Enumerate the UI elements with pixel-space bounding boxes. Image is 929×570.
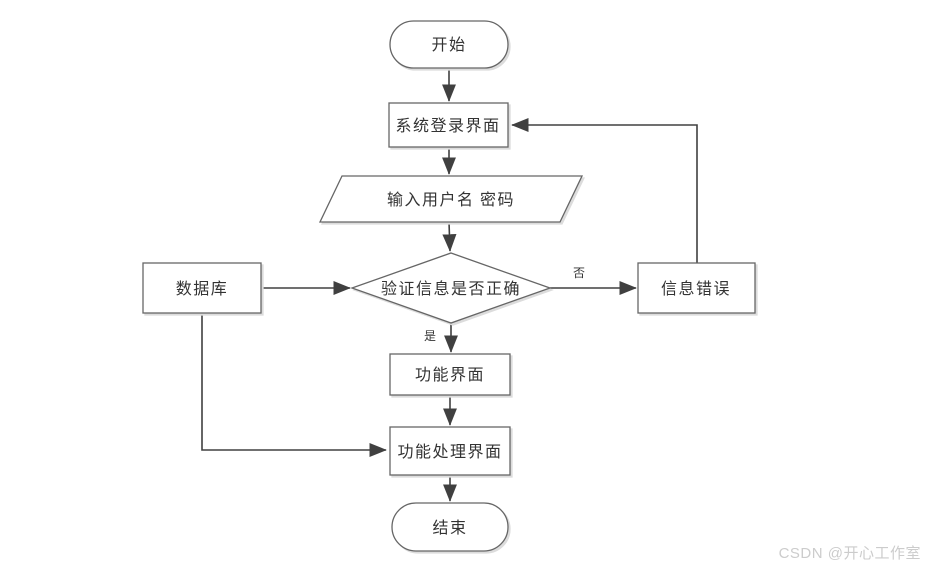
handler-label: 功能处理界面 [397,443,502,461]
handler-shape [389,426,511,476]
login-label: 系统登录界面 [395,117,500,135]
end-label: 结束 [432,519,467,537]
edge-error-to-login-loop [511,117,698,263]
start-label: 开始 [431,36,466,54]
error-label: 信息错误 [661,280,731,298]
database-shape [142,262,262,314]
input-parallelogram-shape [318,175,584,223]
input-label: 输入用户名 密码 [387,191,515,209]
end-terminator-shape [391,502,509,552]
function-label: 功能界面 [415,366,485,384]
edge-label-no: 否 [573,266,585,280]
function-shape [389,353,511,396]
error-shape [637,262,756,314]
edge-input-to-decision [442,221,457,252]
decision-label: 验证信息是否正确 [381,280,521,298]
watermark: CSDN @开心工作室 [779,545,921,562]
edge-database-to-handler [201,313,387,458]
edge-label-yes: 是 [424,329,436,343]
start-terminator-shape [389,20,509,69]
decision-diamond-shape [350,252,552,324]
database-label: 数据库 [176,280,229,298]
login-process-shape [388,102,509,148]
